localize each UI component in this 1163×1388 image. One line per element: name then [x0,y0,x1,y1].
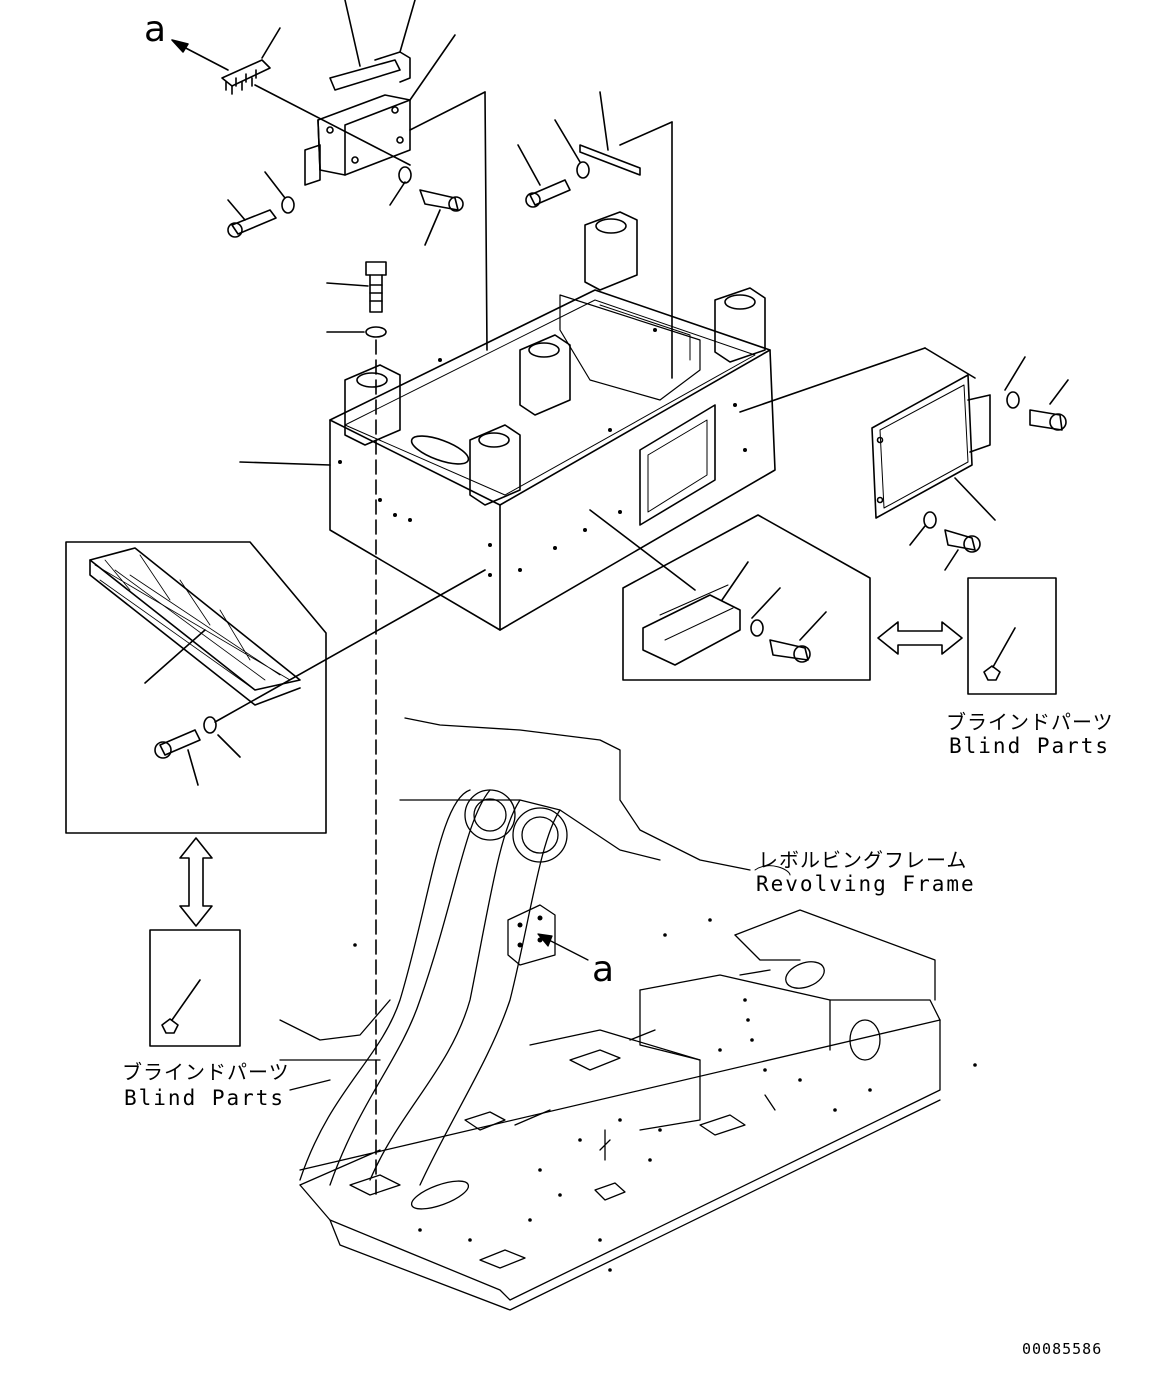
blind-parts-left-en: Blind Parts [124,1086,286,1110]
revolving-frame-en: Revolving Frame [756,872,976,896]
revolving-frame-jp: レボルビングフレーム [758,848,968,872]
double-arrow-left [179,837,213,927]
document-number: 00085586 [1022,1340,1103,1358]
double-arrow-right [877,621,963,655]
bracket-assembly [171,0,488,351]
revolving-frame [279,717,977,1311]
blind-parts-left-jp: ブラインドパーツ [122,1060,290,1084]
callout-a-top: a [144,9,167,50]
step-inset [65,541,486,834]
top-hardware [326,91,673,1201]
blind-parts-right-en: Blind Parts [949,734,1111,758]
bracket-inset [622,514,871,681]
cover-plate [871,356,1069,571]
mount-frame-box [239,211,976,631]
blind-parts-right-jp: ブラインドパーツ [946,710,1114,734]
callout-a-frame: a [592,949,615,990]
blind-parts-box-right [967,577,1057,695]
blind-parts-box-left [149,929,241,1047]
